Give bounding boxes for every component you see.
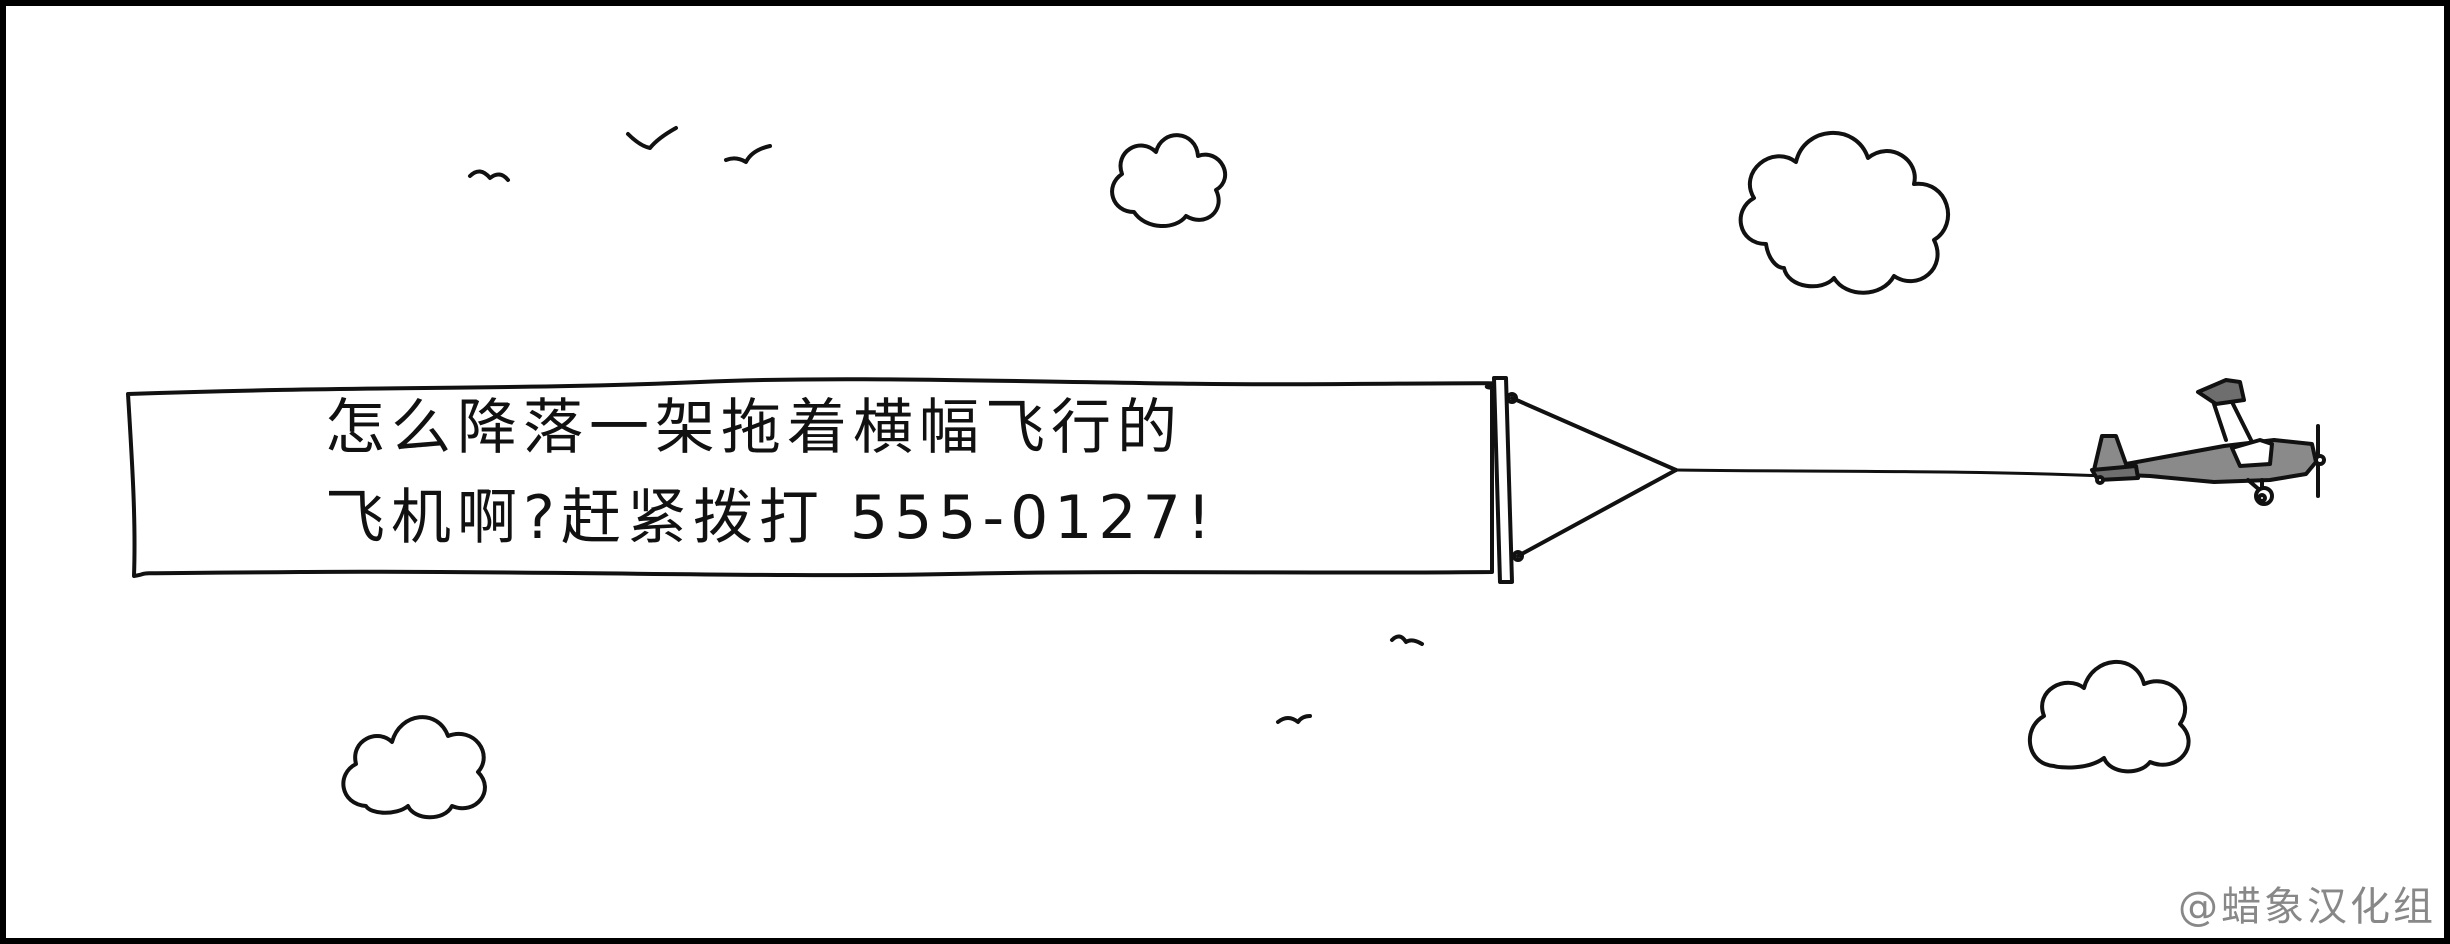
cloud-icon [2027, 659, 2191, 774]
bird-icon [626, 126, 678, 150]
bird-icon [724, 144, 772, 164]
tow-rope-upper [1510, 396, 1678, 472]
bird-icon [1390, 634, 1424, 646]
banner-cloth [126, 377, 1503, 578]
tow-rope-main [1674, 468, 2108, 478]
bird-icon [1276, 714, 1312, 724]
cloud-icon [341, 715, 487, 820]
bird-icon [468, 169, 510, 182]
tow-rope-lower [1516, 468, 1678, 558]
banner-message-line-1: 怎么降落一架拖着横幅飞行的 [325, 393, 1183, 463]
cloud-icon [1110, 133, 1228, 229]
cloud-icon [1738, 131, 1951, 295]
banner-message-line-2: 飞机啊?赶紧拨打 555-0127! [325, 483, 1217, 553]
banner-pole [1492, 376, 1514, 584]
airplane-icon [2090, 378, 2326, 506]
translator-credit: @蜡象汉化组 [2178, 884, 2436, 930]
